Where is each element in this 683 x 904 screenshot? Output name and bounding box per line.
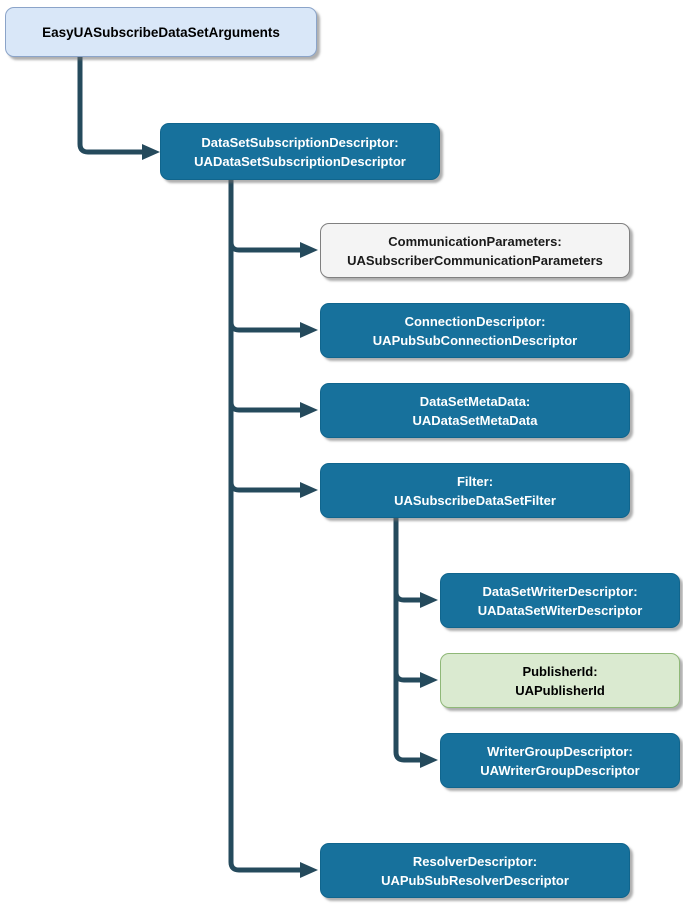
node-resolverdescriptor[interactable]: ResolverDescriptor: UAPubSubResolverDesc… xyxy=(320,843,630,898)
node-label: EasyUASubscribeDataSetArguments xyxy=(42,24,280,40)
node-datasetmetadata[interactable]: DataSetMetaData: UADataSetMetaData xyxy=(320,383,630,438)
node-label-type: UAPublisherId xyxy=(515,682,605,698)
connector-root-subscription xyxy=(77,57,144,155)
node-label-type: UAWriterGroupDescriptor xyxy=(480,762,640,778)
connector-trunk-subscription xyxy=(228,180,304,873)
node-label-type: UADataSetWiterDescriptor xyxy=(477,602,643,618)
arrowhead-metadata xyxy=(300,402,318,418)
node-filter[interactable]: Filter: UASubscribeDataSetFilter xyxy=(320,463,630,518)
node-label-type: UASubscriberCommunicationParameters xyxy=(347,252,603,268)
connector-branch-filter xyxy=(228,481,304,493)
arrowhead-writer xyxy=(420,592,438,608)
node-publisherid[interactable]: PublisherId: UAPublisherId xyxy=(440,653,680,708)
node-datasetsubscriptiondescriptor[interactable]: DataSetSubscriptionDescriptor: UADataSet… xyxy=(160,123,440,180)
node-label-name: DataSetWriterDescriptor: xyxy=(482,583,638,599)
node-writergroupdescriptor[interactable]: WriterGroupDescriptor: UAWriterGroupDesc… xyxy=(440,733,680,788)
arrowhead-subscription xyxy=(142,144,160,160)
arrowhead-comm xyxy=(300,242,318,258)
connector-branch-metadata xyxy=(228,401,304,413)
node-label-type: UAPubSubConnectionDescriptor xyxy=(372,332,578,348)
arrowhead-resolver xyxy=(300,862,318,878)
node-label-name: ResolverDescriptor: xyxy=(412,853,538,869)
node-label-name: CommunicationParameters: xyxy=(388,233,562,249)
node-label-name: WriterGroupDescriptor: xyxy=(487,743,633,759)
node-datasetwriterdescriptor[interactable]: DataSetWriterDescriptor: UADataSetWiterD… xyxy=(440,573,680,628)
node-label-name: ConnectionDescriptor: xyxy=(404,313,546,329)
node-easyuasubscribedatasetarguments[interactable]: EasyUASubscribeDataSetArguments xyxy=(5,7,317,57)
node-label-name: PublisherId: xyxy=(522,663,598,679)
arrowhead-writergroup xyxy=(420,752,438,768)
connector-branch-publisher xyxy=(393,671,424,683)
arrowhead-filter xyxy=(300,482,318,498)
node-connectiondescriptor[interactable]: ConnectionDescriptor: UAPubSubConnection… xyxy=(320,303,630,358)
node-communicationparameters[interactable]: CommunicationParameters: UASubscriberCom… xyxy=(320,223,630,278)
node-label-type: UASubscribeDataSetFilter xyxy=(394,492,556,508)
node-label-name: DataSetMetaData: xyxy=(419,393,531,409)
node-label-name: Filter: xyxy=(456,473,494,489)
node-label-name: DataSetSubscriptionDescriptor: xyxy=(201,134,399,150)
arrowhead-publisher xyxy=(420,672,438,688)
connector-branch-comm xyxy=(228,241,304,253)
connector-trunk-filter xyxy=(393,518,424,763)
connector-branch-connection xyxy=(228,321,304,333)
node-label-type: UAPubSubResolverDescriptor xyxy=(381,872,569,888)
arrowhead-connection xyxy=(300,322,318,338)
node-label-type: UADataSetMetaData xyxy=(412,412,538,428)
connector-branch-writer xyxy=(393,591,424,603)
node-label-type: UADataSetSubscriptionDescriptor xyxy=(194,153,406,169)
